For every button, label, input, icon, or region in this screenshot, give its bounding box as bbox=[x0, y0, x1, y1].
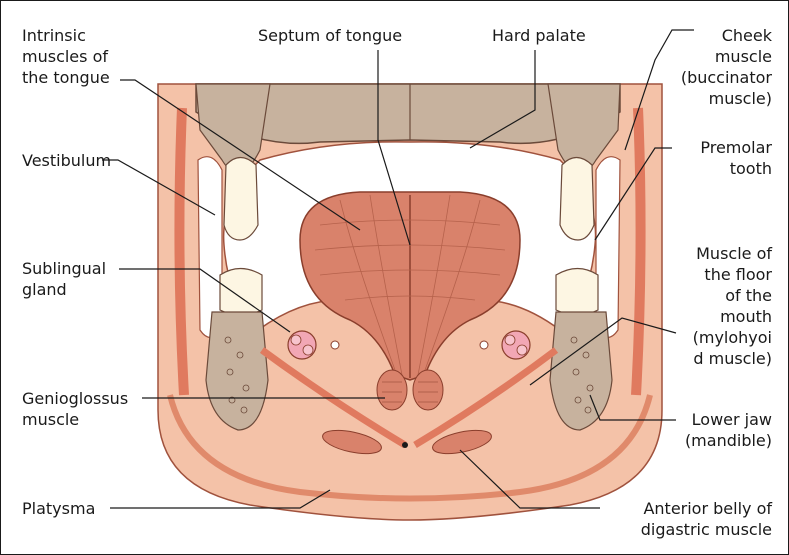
label-lower-jaw: Lower jaw (mandible) bbox=[676, 409, 772, 451]
vestibulum-right bbox=[596, 157, 620, 338]
label-digastric: Anterior belly of digastric muscle bbox=[604, 498, 772, 540]
cheek-muscle-right bbox=[636, 108, 641, 395]
label-vestibulum: Vestibulum bbox=[22, 150, 111, 171]
lower-tooth-right bbox=[556, 269, 598, 316]
mandible-left bbox=[206, 312, 268, 430]
label-sublingual-gland: Sublingual gland bbox=[22, 258, 106, 300]
label-cheek-muscle: Cheek muscle (buccinator muscle) bbox=[680, 25, 772, 109]
vestibulum-left bbox=[198, 157, 222, 338]
midline-point bbox=[402, 442, 408, 448]
label-genioglossus: Genioglossus muscle bbox=[22, 388, 128, 430]
label-hard-palate: Hard palate bbox=[492, 25, 586, 46]
label-intrinsic-muscles: Intrinsic muscles of the tongue bbox=[22, 25, 110, 88]
label-premolar-tooth: Premolar tooth bbox=[680, 137, 772, 179]
label-platysma: Platysma bbox=[22, 498, 95, 519]
mandible-right bbox=[550, 312, 612, 430]
label-floor-muscle: Muscle of the floor of the mouth (mylohy… bbox=[676, 243, 772, 369]
label-septum-of-tongue: Septum of tongue bbox=[258, 25, 402, 46]
cheek-muscle-left bbox=[179, 108, 184, 395]
premolar-left bbox=[224, 158, 258, 241]
premolar-right bbox=[560, 158, 594, 241]
